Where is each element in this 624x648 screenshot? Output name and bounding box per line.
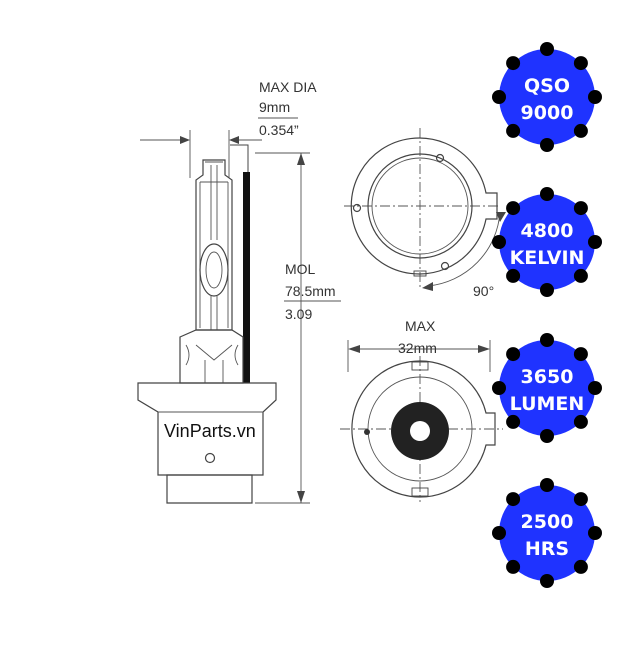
badge-dot <box>573 414 588 429</box>
badge-dot <box>588 381 602 395</box>
badge-dot <box>588 90 602 104</box>
mol-dimension <box>255 152 310 504</box>
base-bottom-view <box>340 340 503 502</box>
mol-mm: 78.5mm <box>285 283 336 299</box>
badge-circle <box>499 49 595 145</box>
rotation-label: 90° <box>473 283 494 299</box>
badge-dot <box>540 333 554 347</box>
badge-circle <box>499 194 595 290</box>
mol-in: 3.09 <box>285 306 312 322</box>
badge-dot <box>573 559 588 574</box>
badge-dot <box>540 478 554 492</box>
badge-line1: 4800 <box>521 220 574 242</box>
max-dia-mm: 9mm <box>259 99 290 115</box>
max-label: MAX <box>405 318 436 334</box>
badge-dot <box>573 56 588 71</box>
badge-dot <box>540 42 554 56</box>
badge-dot <box>540 187 554 201</box>
badge-dot <box>573 268 588 283</box>
badge-dot <box>588 526 602 540</box>
badge-dot <box>492 526 506 540</box>
badge-dot <box>588 235 602 249</box>
badge-line2: KELVIN <box>510 247 585 269</box>
badge-qso: QSO 9000 <box>492 42 602 152</box>
base-top-view <box>344 128 506 291</box>
watermark-text: VinParts.vn <box>164 421 256 441</box>
badge-line1: 3650 <box>521 366 574 388</box>
badge-dot <box>506 492 521 507</box>
badge-dot <box>492 381 506 395</box>
badge-dot <box>540 138 554 152</box>
badge-dot <box>540 574 554 588</box>
bulb-side-view <box>137 144 277 504</box>
max-width-label: 32mm <box>398 340 437 356</box>
badge-line2: 9000 <box>521 102 574 124</box>
max-dia-dimension <box>140 130 262 178</box>
badge-dot <box>506 347 521 362</box>
badge-line2: LUMEN <box>510 393 585 415</box>
badge-line1: QSO <box>524 75 570 97</box>
badge-dot <box>540 283 554 297</box>
badge-line1: 2500 <box>521 511 574 533</box>
max-dia-label: MAX DIA <box>259 79 317 95</box>
badge-dot <box>573 492 588 507</box>
badge-dot <box>573 347 588 362</box>
badge-dot <box>506 201 521 216</box>
badge-circle <box>499 340 595 436</box>
badge-dot <box>492 235 506 249</box>
badge-dot <box>506 268 521 283</box>
badge-dot <box>573 123 588 138</box>
badge-dot <box>506 559 521 574</box>
badge-dot <box>573 201 588 216</box>
max-dia-in: 0.354” <box>259 122 299 138</box>
badge-dot <box>506 56 521 71</box>
badge-dot <box>540 429 554 443</box>
badge-circle <box>499 485 595 581</box>
badge-dot <box>492 90 506 104</box>
badge-dot <box>506 123 521 138</box>
badge-line2: HRS <box>525 538 569 560</box>
mol-label: MOL <box>285 261 316 277</box>
badge-dot <box>506 414 521 429</box>
